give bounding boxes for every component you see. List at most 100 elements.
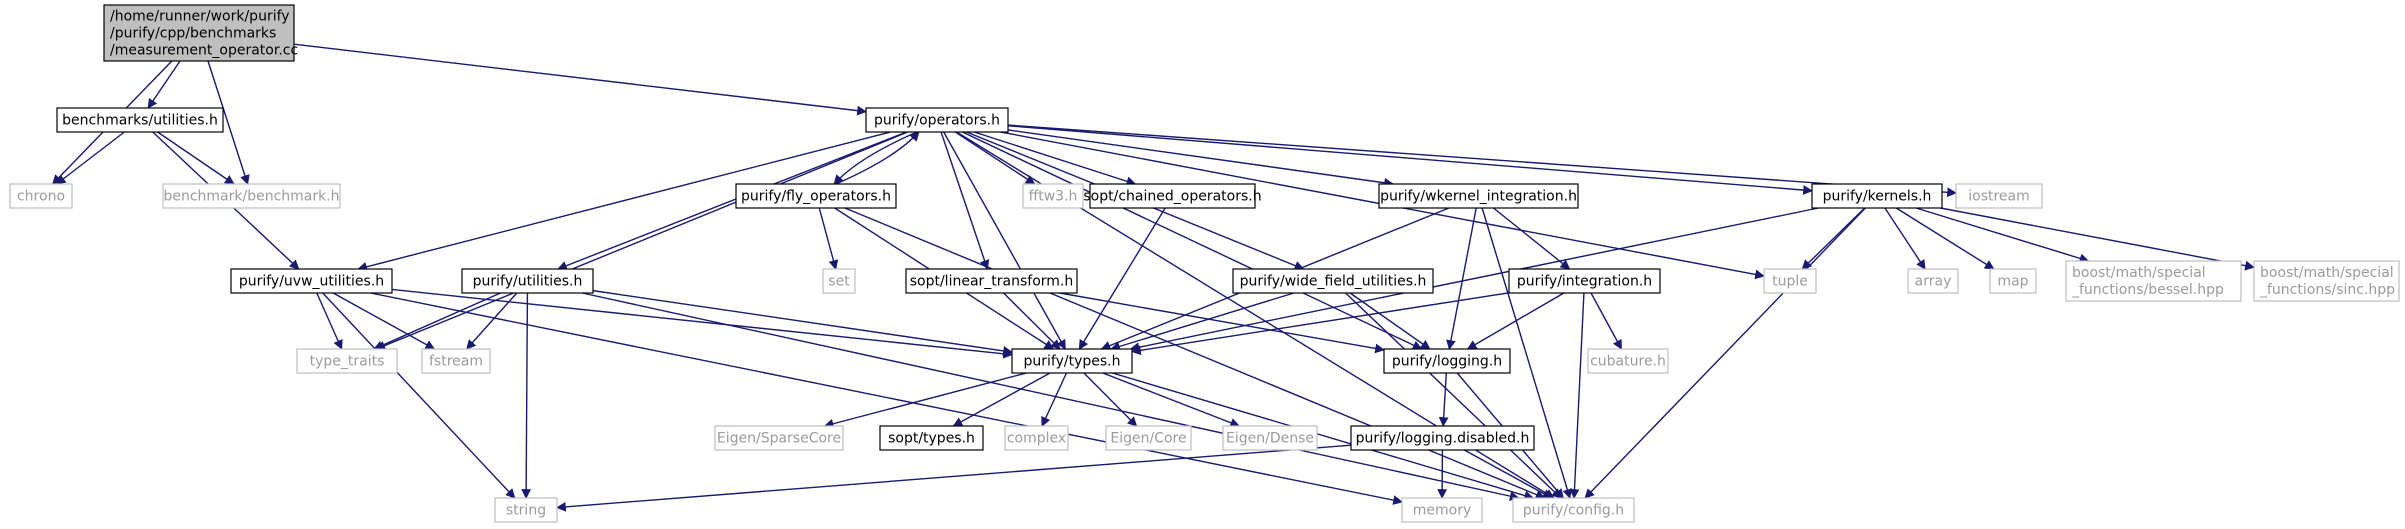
- node-box-wkernel: [1378, 183, 1579, 209]
- node-label-bessel: boost/math/special: [2072, 265, 2206, 281]
- edge-utilities-to-type_traits: [373, 292, 501, 350]
- node-label-tuple: tuple: [1772, 274, 1808, 290]
- node-label-linear: sopt/linear_transform.h: [910, 274, 1074, 290]
- node-box-complex: [1004, 425, 1069, 451]
- node-fly_ops[interactable]: purify/fly_operators.h: [735, 183, 897, 209]
- edge-chained-to-types: [1078, 207, 1166, 350]
- edge-operators-to-uvw_utils: [357, 131, 891, 272]
- edge-kernels-to-sinc: [1940, 207, 2255, 271]
- node-label-kernels: purify/kernels.h: [1823, 189, 1932, 205]
- node-label-root: /home/runner/work/purify: [110, 9, 290, 25]
- node-box-logging_disabled: [1350, 425, 1535, 451]
- edge-types-to-eigen_core: [1083, 372, 1138, 427]
- edge-types-to-eigen_sparse: [823, 372, 1027, 429]
- node-label-bessel: _functions/bessel.hpp: [2071, 282, 2224, 298]
- node-label-type_traits: type_traits: [310, 354, 385, 370]
- edge-operators-to-wkernel: [1007, 129, 1394, 188]
- edge-integration-to-config: [1569, 292, 1585, 499]
- edge-uvw_utils-to-fstream: [332, 292, 436, 350]
- node-box-type_traits: [296, 348, 398, 374]
- node-label-complex: complex: [1007, 431, 1066, 447]
- node-chrono: chrono: [9, 183, 73, 209]
- node-box-config: [1512, 497, 1635, 523]
- node-label-array: array: [1915, 274, 1952, 290]
- node-kernels[interactable]: purify/kernels.h: [1811, 183, 1943, 209]
- node-sopt_types[interactable]: sopt/types.h: [879, 425, 984, 451]
- node-chained[interactable]: sopt/chained_operators.h: [1083, 183, 1262, 209]
- edge-types-to-config: [1112, 372, 1535, 501]
- node-box-types: [1011, 348, 1133, 374]
- edge-linear-to-logging: [1059, 292, 1385, 354]
- node-cubature: cubature.h: [1587, 348, 1669, 374]
- node-utilities[interactable]: purify/utilities.h: [461, 268, 594, 294]
- node-label-chained: sopt/chained_operators.h: [1083, 189, 1261, 205]
- node-label-iostream: iostream: [1968, 189, 2030, 205]
- edge-uvw_utils-to-type_traits: [316, 292, 343, 350]
- edge-operators-to-linear: [940, 131, 990, 270]
- node-box-cubature: [1587, 348, 1669, 374]
- node-linear[interactable]: sopt/linear_transform.h: [905, 268, 1078, 294]
- edge-utilities-to-types: [592, 289, 1013, 356]
- edge-operators-to-logging: [962, 131, 1423, 350]
- node-complex: complex: [1004, 425, 1069, 451]
- edge-wkernel-to-logging: [1446, 207, 1477, 350]
- edge-operators-to-kernels: [1007, 125, 1813, 195]
- node-types[interactable]: purify/types.h: [1011, 348, 1133, 374]
- node-logging[interactable]: purify/logging.h: [1383, 348, 1511, 374]
- node-label-integration: purify/integration.h: [1517, 274, 1652, 290]
- node-label-set: set: [828, 274, 850, 290]
- edge-bench_utils-to-chrono: [55, 131, 125, 185]
- node-box-logging: [1383, 348, 1511, 374]
- edge-utilities-to-fstream: [466, 292, 518, 350]
- node-label-chrono: chrono: [17, 189, 65, 205]
- edge-widefield-to-logging: [1349, 292, 1431, 350]
- edge-widefield-to-config: [1345, 292, 1562, 499]
- edge-linear-to-types: [1003, 292, 1061, 350]
- node-bench_utils[interactable]: benchmarks/utilities.h: [56, 107, 224, 133]
- edge-kernels-to-array: [1884, 207, 1926, 270]
- edge-utilities-to-string: [521, 292, 532, 499]
- edge-types-to-complex: [1041, 372, 1068, 427]
- node-label-fstream: fstream: [429, 354, 483, 370]
- node-box-sinc: [2253, 260, 2400, 302]
- node-iostream: iostream: [1955, 183, 2043, 209]
- node-fstream: fstream: [421, 348, 491, 374]
- node-label-bench_utils: benchmarks/utilities.h: [62, 113, 218, 129]
- edge-root-to-operators: [293, 43, 867, 116]
- edge-root-to-bench_utils: [147, 60, 181, 109]
- node-logging_disabled[interactable]: purify/logging.disabled.h: [1350, 425, 1535, 451]
- node-eigen_sparse: Eigen/SparseCore: [714, 425, 844, 451]
- node-label-fly_ops: purify/fly_operators.h: [741, 189, 891, 205]
- node-box-kernels: [1811, 183, 1943, 209]
- edge-operators-to-utilities: [557, 131, 907, 271]
- node-root[interactable]: /home/runner/work/purify/purify/cpp/benc…: [103, 4, 298, 62]
- node-uvw_utils[interactable]: purify/uvw_utilities.h: [230, 268, 393, 294]
- node-box-eigen_core: [1105, 425, 1192, 451]
- node-box-eigen_sparse: [714, 425, 844, 451]
- node-box-widefield: [1232, 268, 1434, 294]
- node-wkernel[interactable]: purify/wkernel_integration.h: [1378, 183, 1579, 209]
- edge-wkernel-to-integration: [1493, 207, 1571, 270]
- node-operators[interactable]: purify/operators.h: [865, 107, 1009, 133]
- edge-bench_utils-to-benchmark: [157, 131, 235, 185]
- edge-logging-to-logging_disabled: [1438, 372, 1449, 427]
- node-sinc: boost/math/special_functions/sinc.hpp: [2253, 260, 2400, 302]
- node-box-operators: [865, 107, 1009, 133]
- node-label-sopt_types: sopt/types.h: [888, 431, 975, 447]
- edge-types-to-eigen_dense: [1102, 372, 1241, 428]
- node-eigen_core: Eigen/Core: [1105, 425, 1192, 451]
- node-array: array: [1907, 268, 1959, 294]
- node-widefield[interactable]: purify/wide_field_utilities.h: [1232, 268, 1434, 294]
- node-label-map: map: [1997, 274, 2028, 290]
- node-box-fstream: [421, 348, 491, 374]
- node-label-memory: memory: [1413, 503, 1472, 519]
- edge-operators-to-iostream: [1007, 124, 1957, 198]
- node-box-linear: [905, 268, 1078, 294]
- node-label-types: purify/types.h: [1024, 354, 1121, 370]
- node-box-eigen_dense: [1222, 425, 1318, 451]
- node-label-logging_disabled: purify/logging.disabled.h: [1356, 431, 1530, 447]
- node-box-bench_utils: [56, 107, 224, 133]
- edge-integration-to-cubature: [1590, 292, 1623, 350]
- node-integration[interactable]: purify/integration.h: [1508, 268, 1661, 294]
- node-box-uvw_utils: [230, 268, 393, 294]
